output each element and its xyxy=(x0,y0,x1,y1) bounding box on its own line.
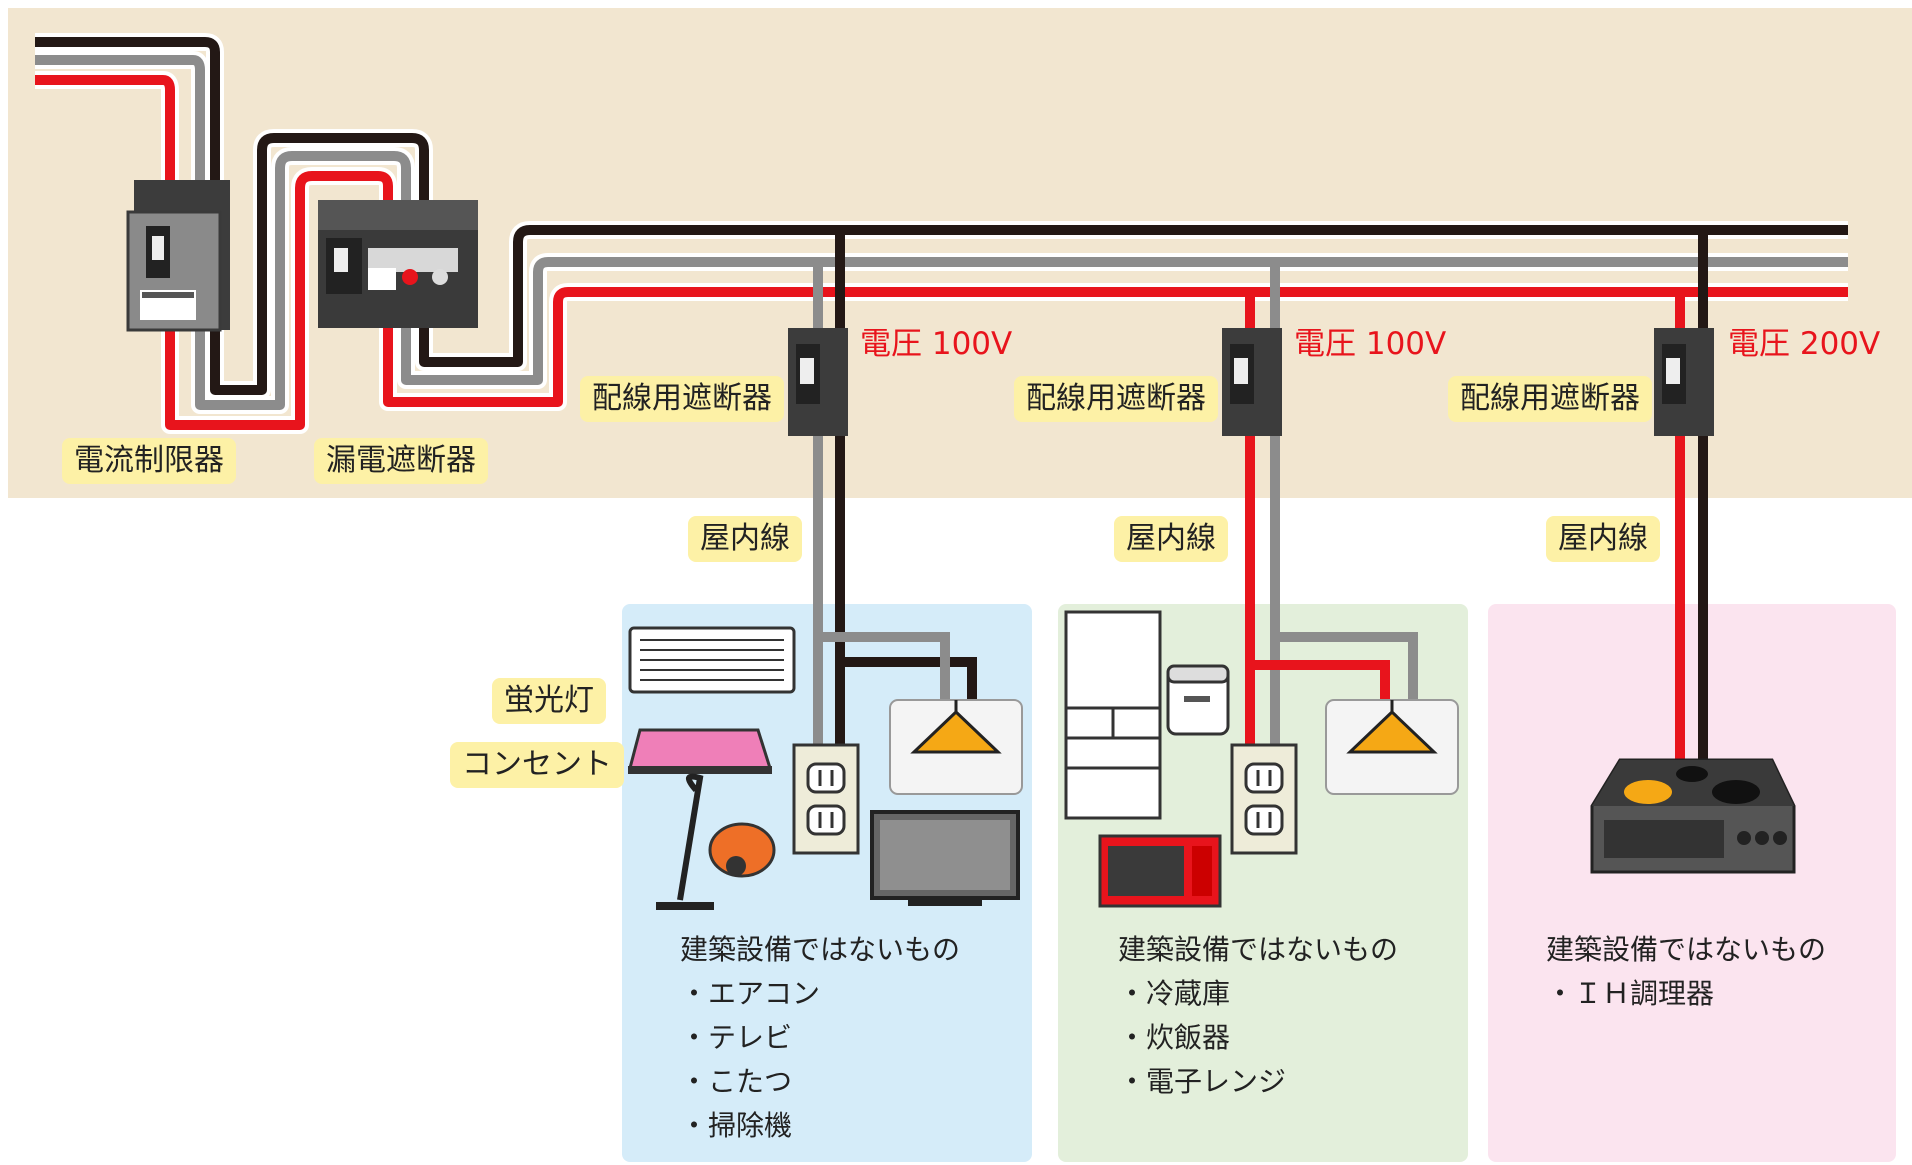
branch-breaker-3 xyxy=(1654,328,1714,436)
current-limiter-label: 電流制限器 xyxy=(62,438,236,484)
wire-label-3: 屋内線 xyxy=(1546,516,1660,562)
zone-1-text: 建築設備ではないもの エアコン テレビ こたつ 掃除機 xyxy=(680,928,960,1148)
zone-3-item: ＩＨ調理器 xyxy=(1546,972,1826,1016)
branch-1-wires xyxy=(813,230,977,745)
zone-1-heading: 建築設備ではないもの xyxy=(680,933,961,966)
zone-200v-bg xyxy=(1488,604,1896,1162)
ceiling-lamp-2-icon xyxy=(1325,699,1459,795)
television-icon xyxy=(870,810,1020,906)
fluorescent-label: 蛍光灯 xyxy=(492,678,606,724)
breaker-label-1: 配線用遮断器 xyxy=(580,376,784,422)
air-conditioner-icon xyxy=(628,626,796,694)
outlet-1-icon xyxy=(792,743,860,855)
voltage-label-2: 電圧 100V xyxy=(1294,326,1447,362)
leakage-breaker-label: 漏電遮断器 xyxy=(314,438,488,484)
zone-2-item: 炊飯器 xyxy=(1118,1016,1398,1060)
outlet-2-icon xyxy=(1230,743,1298,855)
zone-1-item: テレビ xyxy=(680,1016,960,1060)
voltage-label-3: 電圧 200V xyxy=(1728,326,1881,362)
wire-label-2: 屋内線 xyxy=(1114,516,1228,562)
zone-1-item: こたつ xyxy=(680,1060,960,1104)
branch-2-wires xyxy=(1245,262,1418,745)
leakage-breaker-device xyxy=(318,200,478,328)
voltage-label-1: 電圧 100V xyxy=(860,326,1013,362)
vacuum-cleaner-icon xyxy=(656,773,776,910)
outlet-label: コンセント xyxy=(450,742,624,788)
ih-cooktop-icon xyxy=(1590,758,1796,874)
current-limiter-device xyxy=(126,180,230,332)
zone-2-item: 電子レンジ xyxy=(1118,1060,1398,1104)
branch-3-wires xyxy=(1675,230,1708,765)
zone-2-item: 冷蔵庫 xyxy=(1118,972,1398,1016)
breaker-label-2: 配線用遮断器 xyxy=(1014,376,1218,422)
zone-2-heading: 建築設備ではないもの xyxy=(1118,933,1399,966)
refrigerator-icon xyxy=(1064,610,1162,820)
branch-breaker-1 xyxy=(788,328,848,436)
incoming-wires xyxy=(35,33,224,190)
wire-label-1: 屋内線 xyxy=(688,516,802,562)
limiter-to-breaker-wires xyxy=(161,129,433,434)
zone-1-item: エアコン xyxy=(680,972,960,1016)
breaker-label-3: 配線用遮断器 xyxy=(1448,376,1652,422)
rice-cooker-icon xyxy=(1166,664,1230,736)
breaker-to-bus-wires xyxy=(379,221,1848,411)
zone-2-text: 建築設備ではないもの 冷蔵庫 炊飯器 電子レンジ xyxy=(1118,928,1398,1104)
microwave-icon xyxy=(1098,834,1222,908)
branch-breaker-2 xyxy=(1222,328,1282,436)
zone-3-text: 建築設備ではないもの ＩＨ調理器 xyxy=(1546,928,1826,1016)
zone-1-item: 掃除機 xyxy=(680,1104,960,1148)
ceiling-lamp-1-icon xyxy=(889,699,1023,795)
kotatsu-icon xyxy=(628,728,773,774)
zone-3-heading: 建築設備ではないもの xyxy=(1546,933,1827,966)
